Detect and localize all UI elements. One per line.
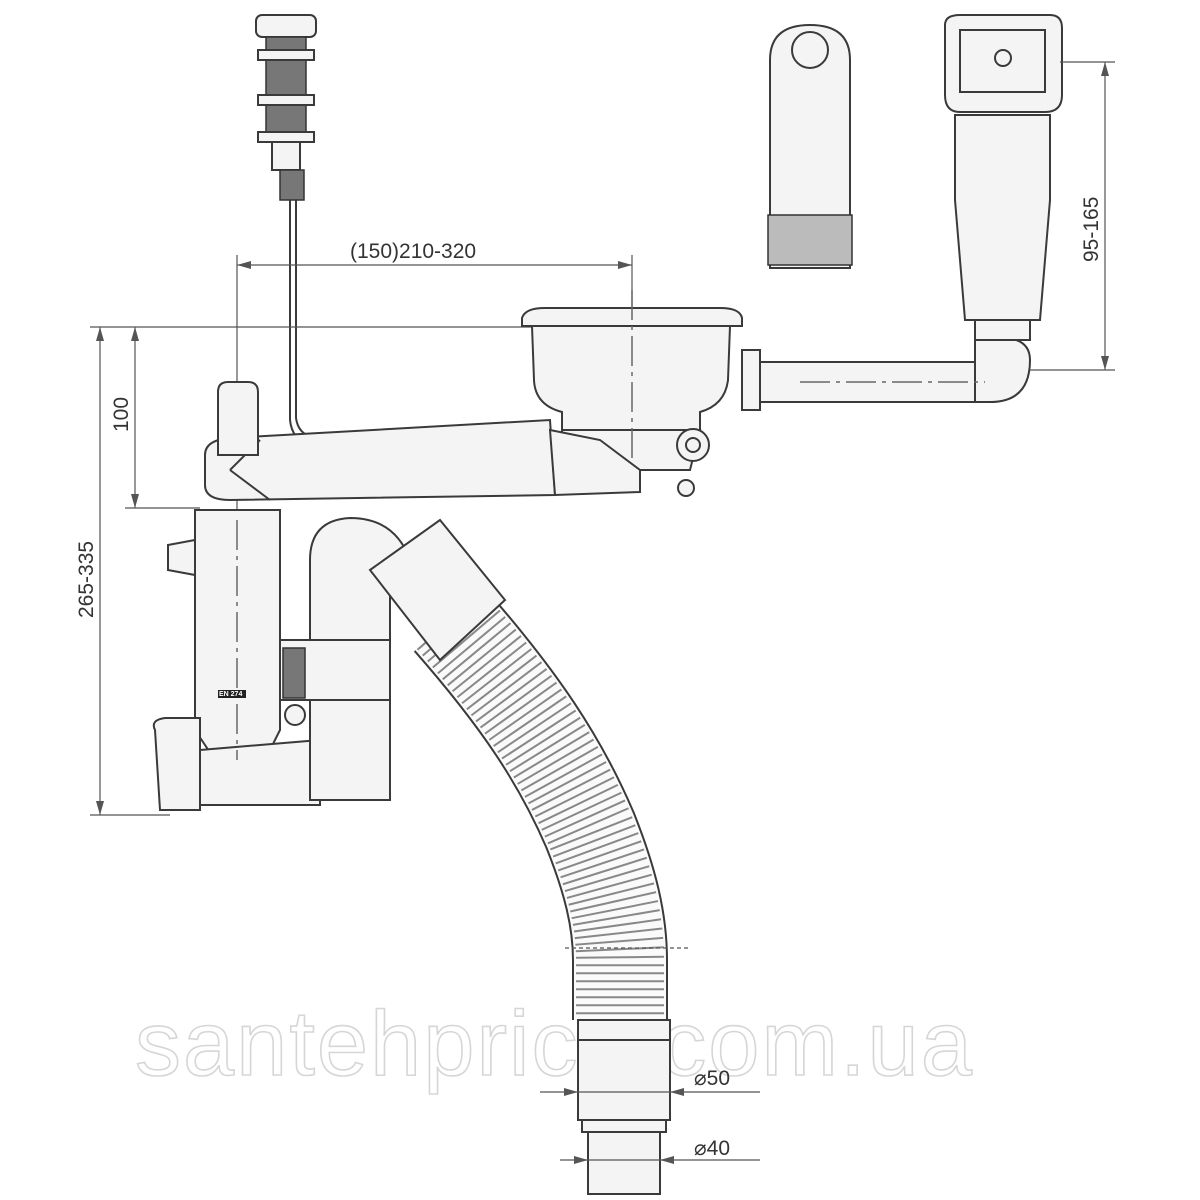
trap-vertical-body: EN 274 xyxy=(152,509,321,811)
diameter-40-label: ⌀40 xyxy=(694,1137,730,1160)
diameter-50-label: ⌀50 xyxy=(694,1067,730,1090)
overflow-cover xyxy=(767,23,853,269)
popup-button xyxy=(255,14,317,446)
dishwasher-nipple xyxy=(217,381,259,456)
overflow-pipe xyxy=(741,14,1063,411)
svg-text:EN 274: EN 274 xyxy=(219,691,242,698)
outlet-adapter: ⌀50 ⌀40 xyxy=(540,1019,760,1195)
watermark: santehprice.com.ua xyxy=(135,993,974,1095)
trap-marking xyxy=(218,690,246,698)
dimension-overflow-height: 95-165 xyxy=(1030,61,1115,371)
corrugated-hose xyxy=(368,518,690,1020)
dimension-label: 95-165 xyxy=(1080,197,1103,262)
dimension-label: (150)210-320 xyxy=(350,240,476,263)
dimension-label: 100 xyxy=(110,397,133,432)
dimension-label: 265-335 xyxy=(75,541,98,618)
